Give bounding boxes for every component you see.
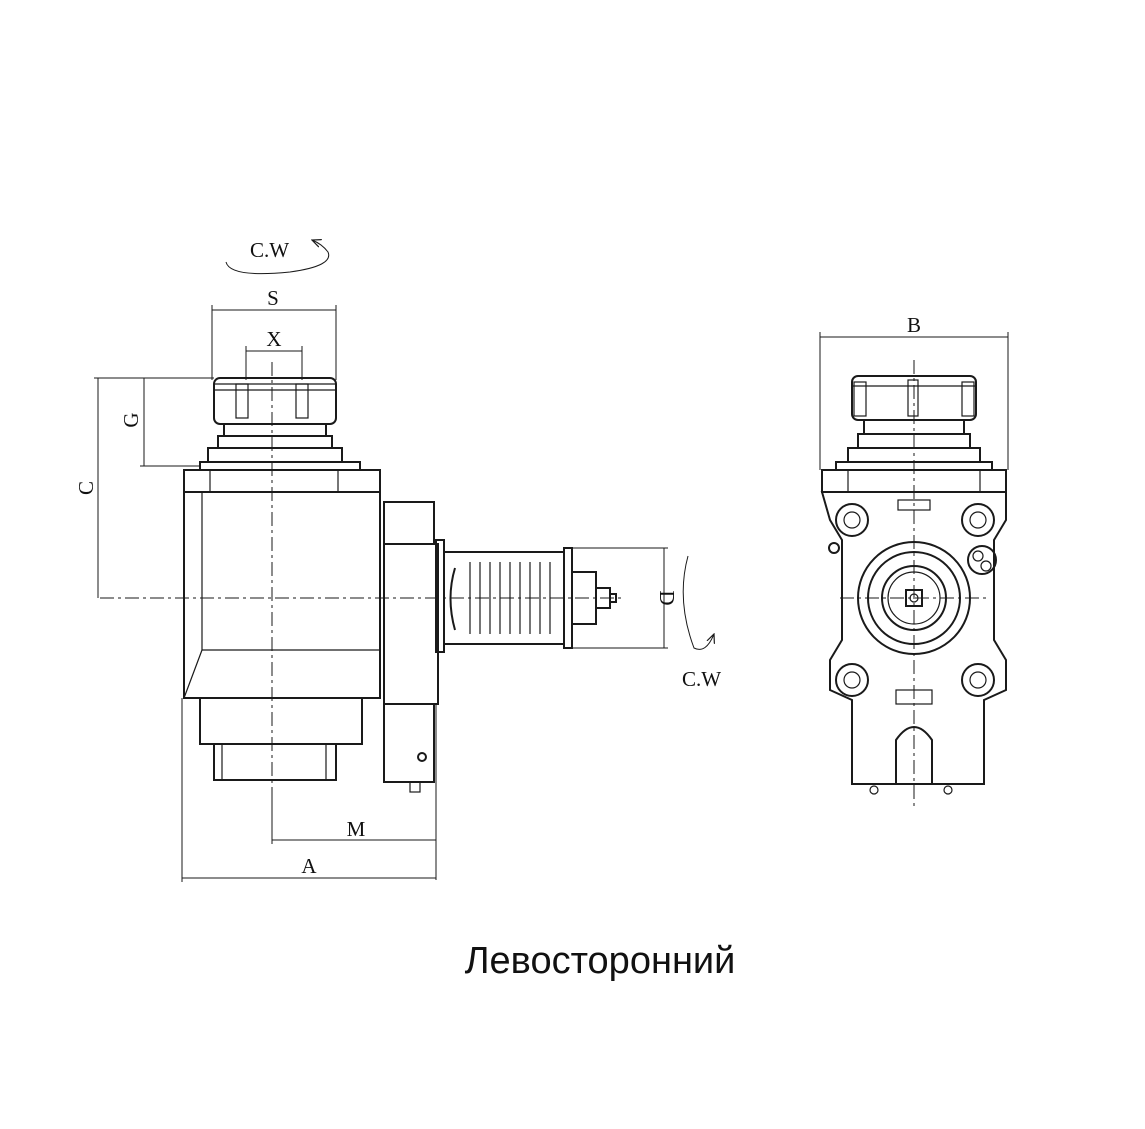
- dimension-b: B: [819, 313, 1009, 470]
- label-x: X: [266, 327, 281, 351]
- rotation-indicator-side: C.W: [682, 555, 721, 691]
- label-rotation-side: C.W: [682, 667, 721, 691]
- dimension-c: C: [74, 377, 140, 598]
- dimension-m: M: [271, 704, 437, 880]
- rotation-indicator-top: C.W: [225, 238, 330, 275]
- label-m: M: [347, 817, 366, 841]
- label-g: G: [119, 412, 143, 427]
- front-view: B: [819, 313, 1009, 808]
- label-d: D: [655, 590, 679, 605]
- front-body: [820, 491, 1007, 795]
- label-s: S: [267, 286, 279, 310]
- drive-block: [199, 697, 435, 793]
- front-bolts: [828, 503, 997, 697]
- label-rotation-top: C.W: [250, 238, 289, 262]
- flange: [183, 461, 381, 493]
- label-c: C: [74, 481, 98, 495]
- side-housing: [383, 501, 445, 705]
- main-body: [183, 491, 381, 699]
- dimension-g: G: [119, 377, 214, 467]
- dimension-x: X: [245, 327, 303, 380]
- label-a: A: [301, 854, 317, 878]
- dimension-a: A: [181, 698, 436, 882]
- collet-nut: [207, 377, 343, 463]
- label-b: B: [907, 313, 921, 337]
- dimension-d: D: [572, 547, 679, 649]
- dimension-s: S: [211, 286, 337, 380]
- side-view: S X G C D: [74, 238, 721, 882]
- caption: Левосторонний: [464, 940, 736, 982]
